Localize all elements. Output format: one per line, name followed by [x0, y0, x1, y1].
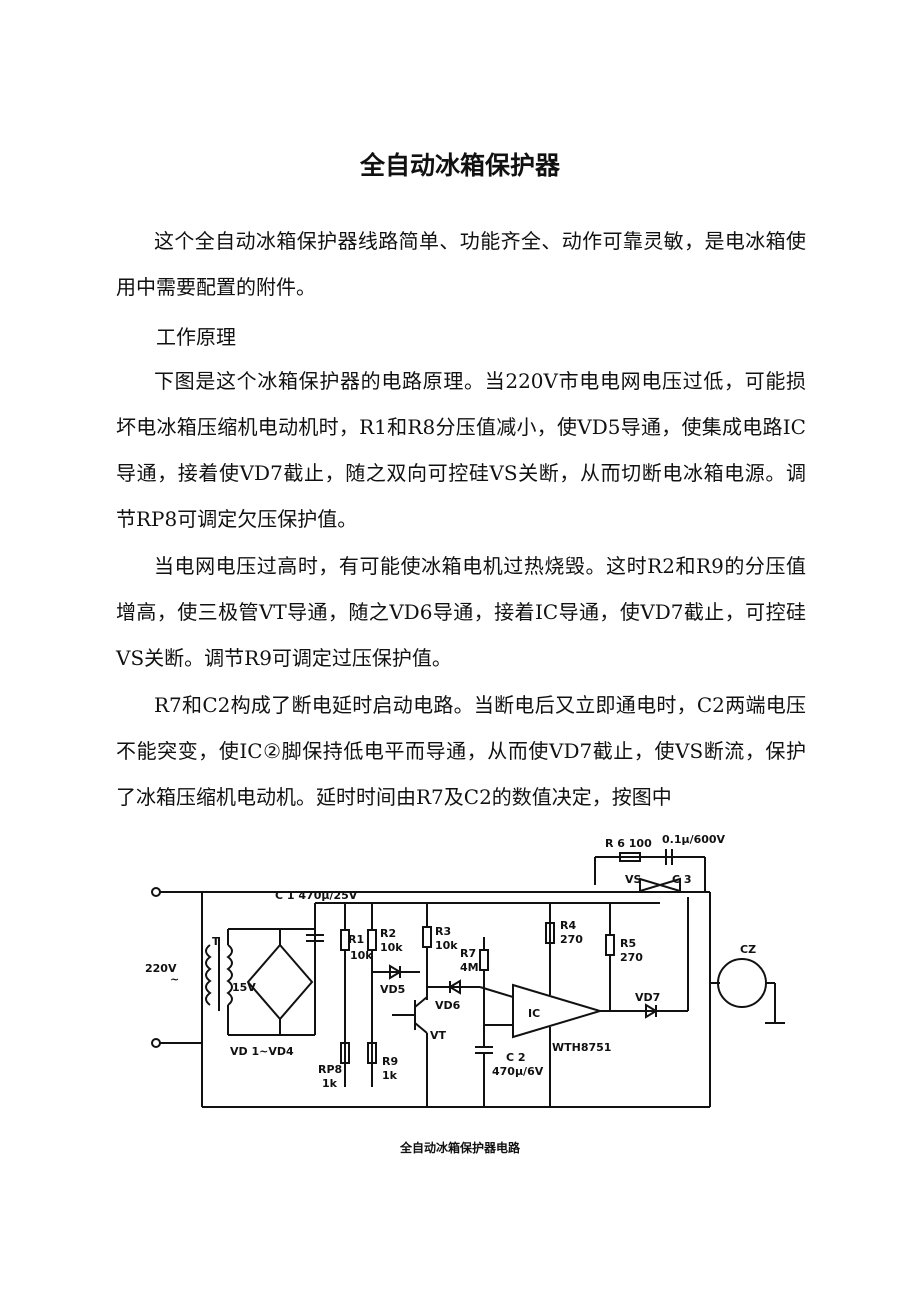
label-r7-value: 4M	[460, 961, 479, 974]
label-tilde: ~	[170, 973, 179, 986]
label-c1: C 1 470μ/25V	[275, 889, 358, 902]
label-r1: R1	[348, 933, 364, 946]
label-vd1-vd4: VD 1~VD4	[230, 1045, 294, 1058]
label-r9: R9	[382, 1055, 398, 1068]
figure-caption: 全自动冰箱保护器电路	[399, 1141, 520, 1155]
label-t: T	[212, 935, 220, 948]
label-vt: VT	[430, 1029, 447, 1042]
paragraph-principle: 下图是这个冰箱保护器的电路原理。当220V市电电网电压过低，可能损坏电冰箱压缩机…	[116, 369, 806, 531]
label-r7: R7	[460, 947, 476, 960]
label-wth8751: WTH8751	[552, 1041, 611, 1054]
label-r9-value: 1k	[382, 1069, 398, 1082]
page-title: 全自动冰箱保护器	[359, 151, 560, 180]
label-r2-value: 10k	[380, 941, 403, 954]
section-heading: 工作原理	[156, 325, 236, 349]
label-r3-value: 10k	[435, 939, 458, 952]
label-vd6: VD6	[435, 999, 461, 1012]
label-c3-value: 0.1μ/600V	[662, 833, 726, 846]
paragraph-overvoltage: 当电网电压过高时，有可能使冰箱电机过热烧毁。这时R2和R9的分压值增高，使三极管…	[116, 554, 806, 670]
label-c2: C 2	[506, 1051, 526, 1064]
label-r3: R3	[435, 925, 451, 938]
label-rp8: RP8	[318, 1063, 342, 1076]
label-c2-value: 470μ/6V	[492, 1065, 544, 1078]
label-ic: IC	[528, 1007, 540, 1020]
label-cz: CZ	[740, 943, 756, 956]
label-vd5: VD5	[380, 983, 405, 996]
label-r4-value: 270	[560, 933, 583, 946]
label-r5: R5	[620, 937, 636, 950]
label-r2: R2	[380, 927, 396, 940]
label-vd7: VD7	[635, 991, 660, 1004]
label-r5-value: 270	[620, 951, 643, 964]
label-c3: C 3	[672, 873, 692, 886]
paragraph-delay: R7和C2构成了断电延时启动电路。当断电后又立即通电时，C2两端电压不能突变，使…	[116, 693, 806, 809]
label-220v: 220V	[145, 962, 177, 975]
label-r1-value: 10k	[350, 949, 373, 962]
label-r6: R 6 100	[605, 837, 652, 850]
label-15v: 15V	[232, 981, 256, 994]
paragraph-intro: 这个全自动冰箱保护器线路简单、功能齐全、动作可靠灵敏，是电冰箱使用中需要配置的附…	[116, 229, 806, 299]
label-vs: VS	[625, 873, 642, 886]
label-r4: R4	[560, 919, 576, 932]
circuit-diagram: R 6 100 0.1μ/600V VS C 3 C 1 470μ/25V T …	[145, 833, 785, 1108]
label-rp8-value: 1k	[322, 1077, 338, 1090]
